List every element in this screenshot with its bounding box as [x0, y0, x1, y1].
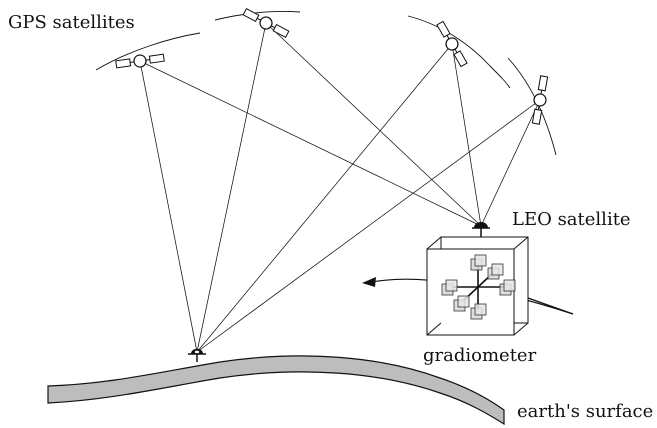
gps-satellites-label: GPS satellites: [8, 12, 135, 33]
signal-line: [265, 22, 482, 227]
signal-line: [480, 99, 541, 227]
gps-satellite: [436, 20, 468, 68]
signal-line: [139, 60, 482, 227]
accelerometer-box: [453, 295, 470, 312]
signal-line: [196, 43, 453, 353]
signal-lines: [139, 22, 541, 353]
orbit-arcs: [95, 11, 557, 156]
accelerometer-box: [499, 279, 516, 296]
gradiometer-label: gradiometer: [423, 345, 537, 366]
signal-line: [451, 43, 482, 227]
accelerometer-box: [470, 254, 487, 271]
signal-line: [196, 22, 267, 353]
gradiometer-cube: [426, 236, 529, 336]
gps-satellite: [115, 53, 165, 69]
orbit-arc: [507, 57, 557, 156]
earth-surface-label: earth's surface: [517, 401, 654, 422]
track-continuation: [527, 297, 574, 315]
gps-satellite: [242, 7, 290, 39]
orbit-arc: [407, 15, 511, 89]
gps-satellite: [531, 75, 549, 125]
accelerometer-box: [441, 279, 458, 296]
ground-receiver-icon: [188, 348, 206, 362]
accelerometer-box: [487, 263, 504, 280]
signal-line: [196, 99, 541, 353]
earth-surface: [47, 355, 505, 426]
leo-satellite-label: LEO satellite: [512, 209, 631, 230]
orbit-arc: [95, 32, 201, 71]
leo-receiver-icon: [472, 222, 490, 238]
accelerometer-boxes: [441, 254, 516, 320]
accelerometer-box: [470, 303, 487, 320]
signal-line: [139, 60, 198, 353]
